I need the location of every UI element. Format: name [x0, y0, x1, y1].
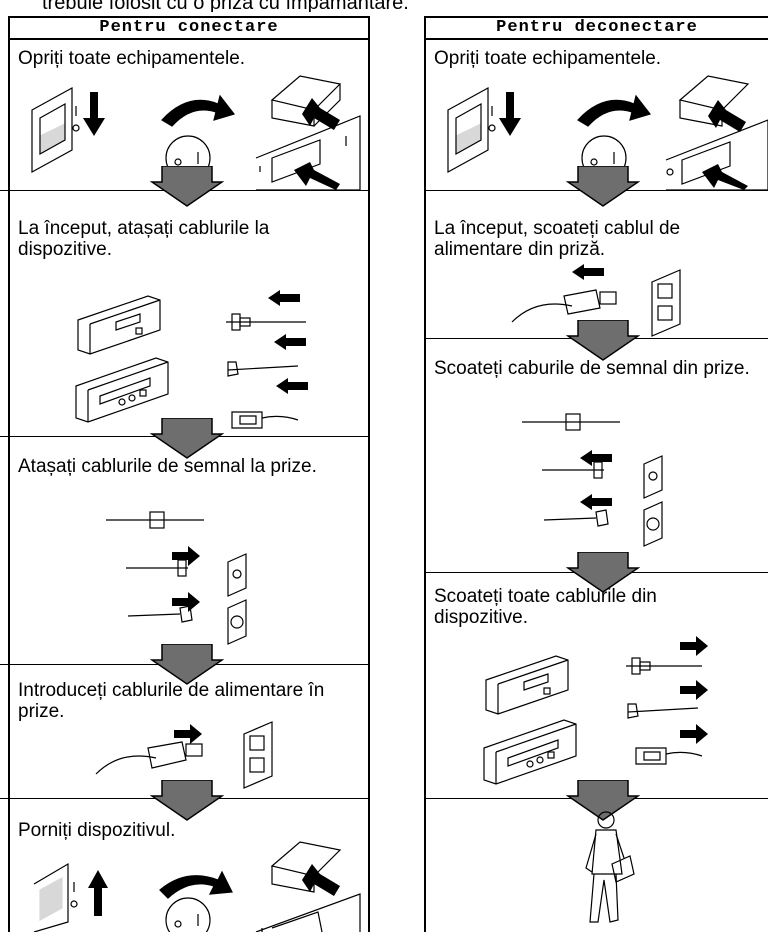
right-arrow-icon — [680, 680, 708, 700]
flow-arrow-icon — [150, 644, 224, 685]
disconnect-step-remove-cables: Scoateți toate cablurile din dispozitive… — [426, 572, 768, 799]
top-cut-text: trebuie folosit cu o priză cu împământar… — [42, 0, 409, 12]
device-box-icon — [483, 655, 577, 785]
person-carrying-icon — [585, 811, 635, 923]
wall-socket-icon — [227, 599, 247, 645]
disconnect-header: Pentru deconectare — [426, 16, 768, 40]
remove-cables-illustration — [483, 636, 708, 785]
power-cable-illustration — [95, 721, 273, 789]
wall-outlet-icon — [243, 721, 273, 789]
rocker-switch-icon — [33, 862, 78, 932]
rocker-switch-icon — [31, 86, 80, 174]
wall-outlet-icon — [651, 269, 681, 337]
left-arrow-icon — [276, 378, 308, 394]
flow-arrow-icon — [150, 780, 224, 821]
wall-socket-icon — [643, 455, 663, 499]
disconnect-step-carry-away — [426, 798, 768, 932]
connect-step-1-text: Opriți toate echipamentele. — [18, 48, 246, 69]
pointer-arrow-icon — [702, 164, 748, 190]
connect-step-power-on: Porniți dispozitivul. — [10, 798, 368, 932]
pointer-arrow-icon — [302, 98, 340, 130]
disconnect-step-signal-cables: Scoateți caburile de semnal din prize. — [426, 338, 768, 573]
right-arrow-icon — [680, 636, 708, 656]
up-arrow-icon — [88, 870, 108, 916]
right-arrow-icon — [174, 724, 202, 744]
left-arrow-icon — [580, 494, 612, 510]
left-arrow-icon — [572, 264, 604, 280]
dial-icon — [159, 870, 233, 932]
connect-step-power-off: Opriți toate echipamentele. — [10, 40, 368, 191]
right-arrow-icon — [680, 724, 708, 744]
disconnect-step-unplug-power: La început, scoateți cablul de alimentar… — [426, 190, 768, 339]
connect-step-2-text: La început, atașați cablurile la dispozi… — [18, 218, 270, 260]
pointer-arrow-icon — [708, 100, 746, 132]
power-on-illustration — [33, 841, 361, 932]
down-arrow-icon — [83, 92, 105, 136]
disconnect-step-4-text: Scoateți toate cablurile din dispozitive… — [434, 586, 657, 628]
attach-cables-illustration — [75, 290, 308, 429]
flow-arrow-icon — [150, 166, 224, 207]
connect-column: Pentru conectare Opriți toate echipament… — [8, 16, 370, 932]
right-arrow-icon — [172, 546, 200, 566]
left-arrow-icon — [580, 450, 612, 466]
connect-step-3-text: Atașați cablurile de semnal la prize. — [18, 456, 317, 477]
flow-arrow-icon — [566, 552, 640, 593]
device-box-icon — [75, 295, 169, 423]
power-off-illustration — [31, 75, 361, 190]
cable-icon — [226, 313, 306, 429]
connect-header: Pentru conectare — [10, 16, 368, 40]
wall-socket-icon — [643, 501, 663, 547]
power-off-illustration — [447, 75, 768, 190]
disconnect-step-2-text: La început, scoateți cablul de alimentar… — [434, 218, 681, 260]
unplug-power-illustration — [511, 264, 681, 337]
cable-icon — [95, 755, 157, 775]
flow-arrow-icon — [566, 166, 640, 207]
pointer-arrow-icon — [294, 162, 340, 190]
disconnect-column: Pentru deconectare Opriți toate echipame… — [424, 16, 768, 932]
left-arrow-icon — [274, 334, 306, 350]
dial-icon — [161, 94, 236, 181]
down-arrow-icon — [499, 92, 521, 136]
connect-step-attach-cables: La început, atașați cablurile la dispozi… — [10, 190, 368, 437]
connect-step-signal-cables: Atașați cablurile de semnal la prize. — [10, 436, 368, 665]
connect-step-5-text: Porniți dispozitivul. — [18, 820, 176, 841]
connect-step-power-cables: Introduceți cablurile de alimentare în p… — [10, 664, 368, 799]
right-arrow-icon — [172, 592, 200, 612]
pointer-arrow-icon — [302, 864, 340, 896]
wall-socket-icon — [227, 553, 247, 597]
connect-step-4-text: Introduceți cablurile de alimentare în p… — [18, 680, 325, 722]
flow-arrow-icon — [566, 320, 640, 361]
disconnect-step-1-text: Opriți toate echipamentele. — [434, 48, 662, 69]
remove-signal-illustration — [522, 413, 663, 547]
disconnect-step-3-text: Scoateți caburile de semnal din prize. — [434, 358, 750, 379]
rocker-switch-icon — [447, 86, 496, 174]
left-arrow-icon — [268, 290, 300, 306]
cable-icon — [511, 303, 573, 323]
flow-arrow-icon — [566, 780, 640, 821]
cable-icon — [626, 657, 703, 765]
signal-cables-illustration — [106, 511, 247, 645]
flow-arrow-icon — [150, 418, 224, 459]
